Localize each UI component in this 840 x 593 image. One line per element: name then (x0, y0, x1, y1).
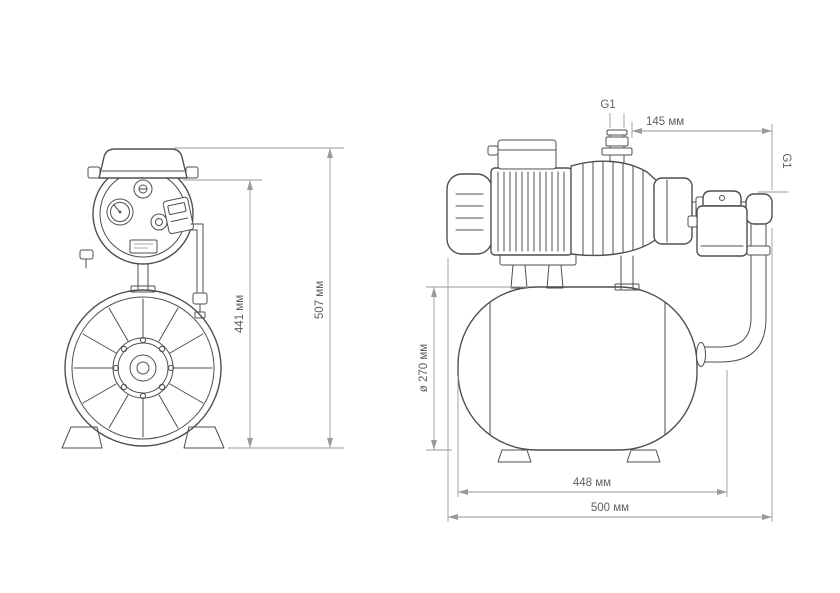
fan-cover (446, 173, 493, 255)
front-pump-housing (92, 163, 194, 265)
front-top-cap (87, 148, 199, 179)
dim-top-offset: 145 мм (631, 116, 773, 190)
side-riser-pipe (614, 255, 640, 291)
pressure-gauge (106, 198, 134, 226)
motor-fins (497, 171, 565, 252)
dim-label-length-total: 500 мм (591, 502, 629, 514)
dim-label-front-height-inner: 441 мм (234, 295, 246, 333)
pressure-switch (687, 190, 748, 257)
front-tank (64, 289, 222, 447)
dim-label-side-port: G1 (780, 153, 792, 168)
dim-front-height-total: 507 мм (174, 147, 344, 448)
side-port-elbow (745, 193, 773, 225)
pump-head (570, 160, 659, 257)
front-left-fitting (79, 249, 94, 269)
dim-label-top-port: G1 (600, 99, 615, 111)
side-view (446, 129, 773, 463)
dim-label-front-height-total: 507 мм (314, 281, 326, 319)
return-pipe (696, 223, 771, 367)
side-tank (457, 286, 698, 451)
dimensions: 441 мм 507 мм G1 145 мм G1 ø 270 мм (174, 99, 792, 522)
side-feet (497, 449, 661, 463)
dim-label-top-offset: 145 мм (646, 116, 684, 128)
dim-label-tank-diameter: ø 270 мм (418, 344, 430, 393)
front-top-port (133, 179, 153, 199)
front-riser-pipe (130, 261, 156, 293)
terminal-box (487, 139, 557, 170)
motor-body (490, 167, 573, 256)
front-switch-box (162, 196, 194, 235)
front-flange-bolts (112, 336, 175, 400)
outlet-port (601, 129, 633, 163)
front-label-plate (129, 239, 158, 254)
dim-length-total: 500 мм (447, 228, 773, 522)
dim-tank-diameter: ø 270 мм (418, 286, 528, 451)
dim-label-length-inner: 448 мм (573, 477, 611, 489)
front-side-knob (150, 213, 168, 231)
front-tank-spokes (73, 298, 213, 438)
dim-front-height-inner: 441 мм (183, 179, 344, 449)
front-base-feet (61, 426, 225, 449)
pump-head-ribs (582, 161, 644, 256)
dim-top-port: G1 (600, 99, 625, 128)
dim-length-inner: 448 мм (457, 370, 728, 497)
front-view (61, 148, 225, 449)
dim-side-port: G1 (758, 153, 792, 193)
ejector-body (653, 177, 693, 245)
pump-mount (499, 251, 577, 289)
front-side-pipe (190, 223, 208, 319)
